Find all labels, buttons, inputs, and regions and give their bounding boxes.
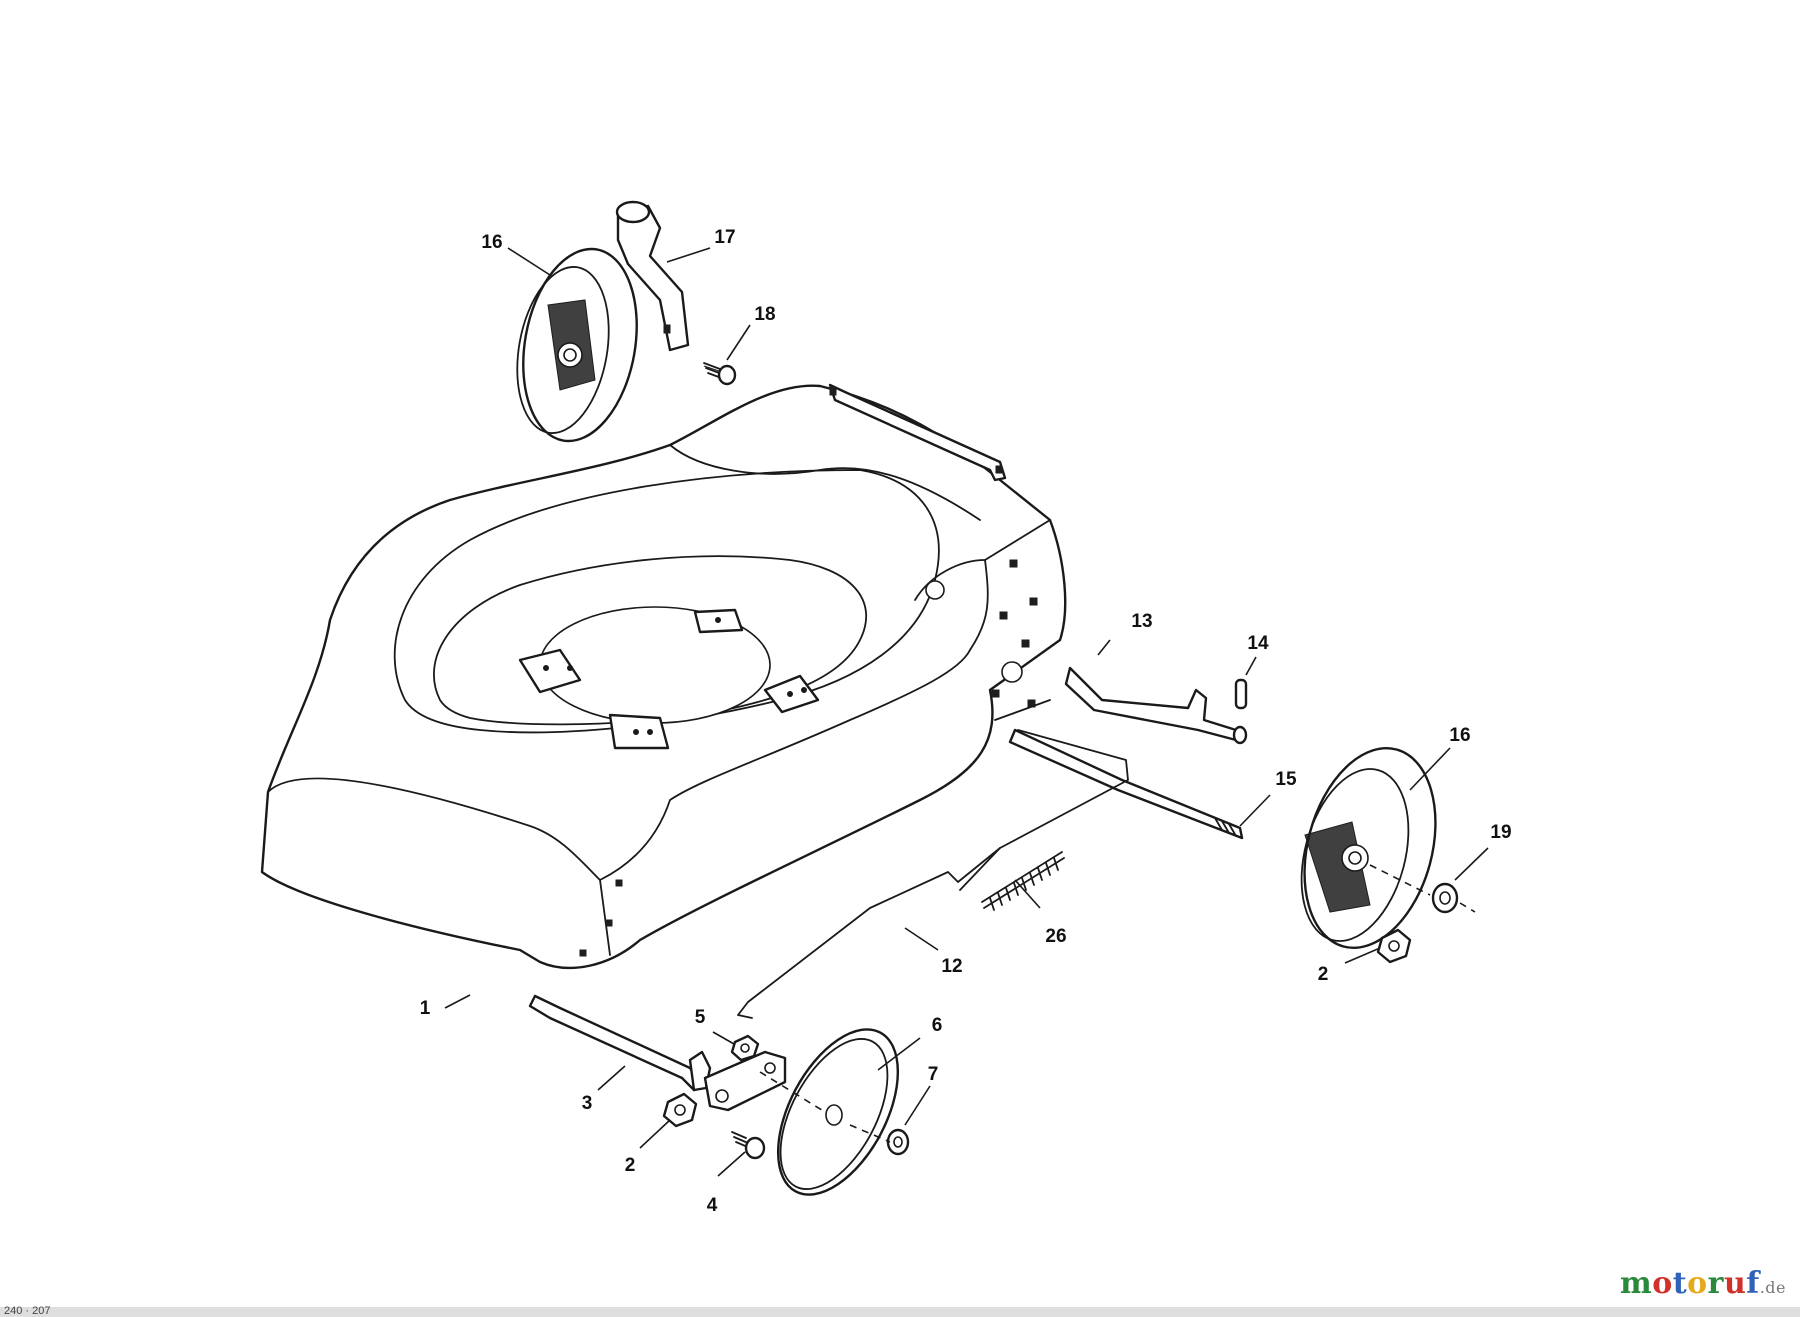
brand-letter: f bbox=[1746, 1266, 1760, 1301]
callout-15: 15 bbox=[1275, 769, 1297, 790]
callout-5: 5 bbox=[694, 1007, 706, 1028]
brand-letter: t bbox=[1672, 1266, 1688, 1301]
callout-16: 16 bbox=[481, 232, 503, 253]
brand-logo-text: motoruf bbox=[1620, 1266, 1760, 1301]
brand-letter: m bbox=[1620, 1266, 1653, 1301]
callout-2: 2 bbox=[1317, 964, 1329, 985]
brand-letter: o bbox=[1687, 1266, 1708, 1301]
nut-2-right bbox=[1376, 928, 1412, 964]
brand-watermark: motoruf.de bbox=[1620, 1266, 1786, 1301]
brand-suffix: .de bbox=[1759, 1278, 1786, 1297]
spring-26 bbox=[981, 851, 1065, 911]
mower-deck bbox=[260, 383, 1067, 970]
brand-letter: o bbox=[1652, 1266, 1673, 1301]
washer-7 bbox=[886, 1128, 910, 1156]
callout-3: 3 bbox=[581, 1093, 593, 1114]
nut-2-front bbox=[662, 1092, 698, 1128]
brand-letter: r bbox=[1707, 1266, 1724, 1301]
callout-13: 13 bbox=[1131, 611, 1153, 632]
rear-wheel-right bbox=[1300, 746, 1437, 950]
pin-14 bbox=[1234, 678, 1248, 710]
washer-19 bbox=[1431, 882, 1459, 914]
callout-16: 16 bbox=[1449, 725, 1471, 746]
front-axle-3 bbox=[528, 994, 712, 1092]
callout-18: 18 bbox=[754, 304, 776, 325]
rear-wheel-upper bbox=[516, 247, 638, 443]
callout-26: 26 bbox=[1045, 926, 1067, 947]
front-wheel-6 bbox=[776, 1028, 900, 1196]
footer-bar bbox=[0, 1307, 1800, 1317]
bolt-4 bbox=[731, 1131, 766, 1160]
callout-14: 14 bbox=[1247, 633, 1269, 654]
callout-7: 7 bbox=[927, 1064, 939, 1085]
callout-4: 4 bbox=[706, 1195, 718, 1216]
nut-5 bbox=[730, 1034, 760, 1062]
footer-code: 240 · 207 bbox=[4, 1305, 51, 1317]
lever-rod-12 bbox=[737, 729, 1129, 1019]
callout-19: 19 bbox=[1490, 822, 1512, 843]
lever-plate bbox=[703, 1050, 787, 1112]
callout-17: 17 bbox=[714, 227, 736, 248]
brand-letter: u bbox=[1723, 1266, 1747, 1301]
callout-6: 6 bbox=[931, 1015, 943, 1036]
wheel-bracket bbox=[615, 200, 690, 352]
rod-15 bbox=[1008, 728, 1244, 840]
bolt-18 bbox=[703, 362, 737, 386]
leader-lines bbox=[444, 247, 1489, 1177]
rear-axle bbox=[1064, 666, 1248, 745]
callout-2: 2 bbox=[624, 1155, 636, 1176]
callout-1: 1 bbox=[419, 998, 431, 1019]
callout-12: 12 bbox=[941, 956, 963, 977]
